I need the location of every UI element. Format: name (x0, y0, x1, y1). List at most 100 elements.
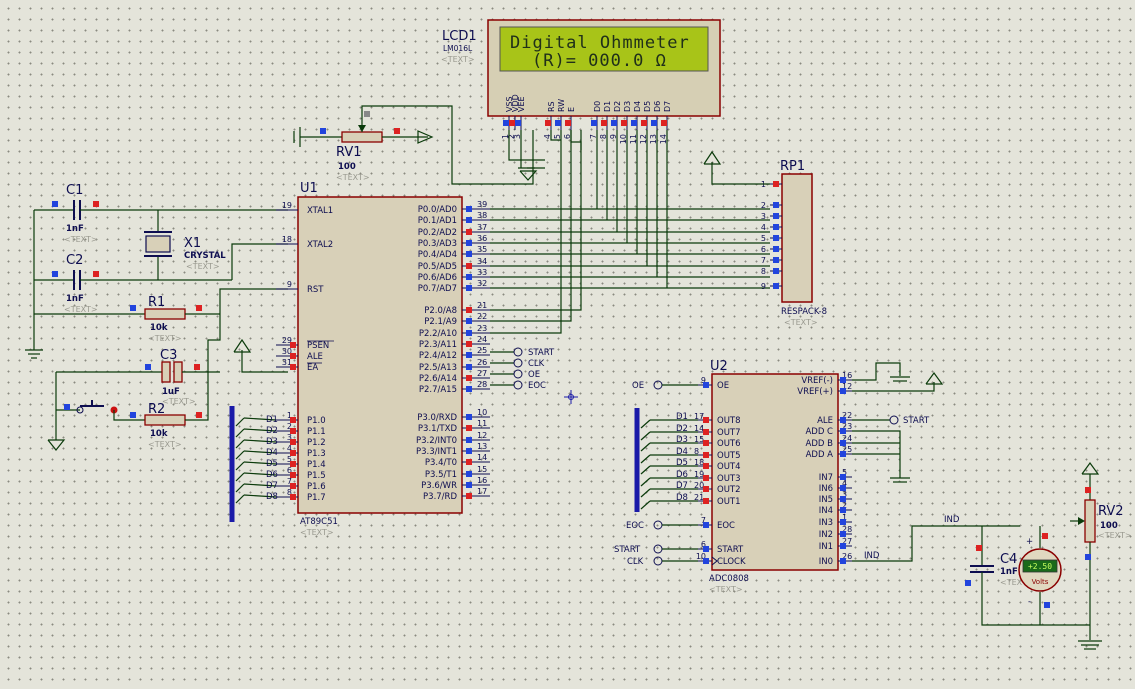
voltmeter[interactable]: +2.50 Volts + - (1018, 526, 1062, 625)
lcd-pin-label: RW (557, 99, 566, 112)
u2-out-pin-label: OUT3 (717, 474, 741, 484)
u2-terminals[interactable]: OE EOC START CLK START IND IND (614, 362, 1020, 567)
u2-right-pin-label: VREF(-) (801, 376, 833, 386)
lcd1-pins: VSS1VDD2VEE3RS4RW5E6D07D18D29D310D411D51… (501, 94, 672, 144)
u2-out-pin-label: OUT2 (717, 485, 741, 495)
rv2-component[interactable]: RV2 100 <TEXT> (1070, 461, 1132, 650)
x1-component[interactable]: X1 CRYSTAL <TEXT> (25, 209, 288, 359)
u2-terminal-eoc: EOC (626, 521, 644, 531)
lcd-pin-label: RS (547, 101, 556, 112)
r1-ref: R1 (148, 295, 165, 310)
u1-right-pin-number: 26 (477, 358, 487, 367)
u2-out-net-label: D8 (676, 493, 688, 503)
u2-left-pin-number: 9 (701, 376, 706, 385)
x1-text-tag: <TEXT> (186, 262, 220, 271)
rp1-body (781, 173, 813, 303)
u1-left-pin-label: EA (307, 363, 318, 373)
x1-ref: X1 (184, 236, 201, 251)
u2-model: ADC0808 (709, 574, 749, 584)
c2-component[interactable]: C2 1nF <TEXT> (34, 253, 99, 314)
u2-right-pin-number: 28 (842, 525, 852, 534)
u1-right-pin-number: 17 (477, 487, 487, 496)
rv1-component[interactable]: RV1 100 <TEXT> (293, 111, 434, 182)
u1-left-pin-label: PSEN (307, 341, 329, 351)
lcd-pin-label: D2 (613, 101, 622, 112)
u2-right-pin-number: 5 (842, 468, 847, 477)
u2-out-net-label: D6 (676, 470, 688, 480)
u2-right-pin-label: IN0 (819, 557, 833, 567)
lcd1-line1: Digital Ohmmeter (510, 33, 690, 53)
rv2-text-tag: <TEXT> (1098, 531, 1132, 540)
u1-left-pin-label: RST (307, 285, 324, 295)
u2-left-pin-label: OE (717, 381, 729, 391)
u2-out-net-label: D7 (676, 481, 688, 491)
u1-p1-net-label: D5 (266, 459, 278, 469)
u1-left-pins: XTAL119XTAL218RST9PSEN29ALE30EA31P1.01P1… (276, 201, 334, 503)
c4-component[interactable]: C4 1nF <TEXT> (965, 526, 1090, 626)
voltmeter-plus: + (1026, 537, 1033, 547)
u1-right-pin-label: P3.2/INT0 (416, 436, 457, 446)
u2-out-pin-number: 20 (694, 481, 704, 490)
u1-right-pin-number: 15 (477, 465, 487, 474)
voltmeter-unit: Volts (1032, 578, 1049, 586)
u1-terminals[interactable]: START CLK OE EOC (490, 347, 555, 391)
lcd-pin-label: D0 (593, 101, 602, 112)
rp1-pin-number: 3 (761, 212, 766, 221)
c1-ref: C1 (66, 183, 83, 198)
u2-right-pin-label: IN3 (819, 518, 833, 528)
u1-ref: U1 (300, 181, 318, 196)
lcd-pin-number: 12 (639, 134, 648, 144)
x1-value: CRYSTAL (184, 251, 226, 261)
rp1-pin-number: 5 (761, 234, 766, 243)
r1-component[interactable]: R1 10k <TEXT> (34, 295, 220, 343)
u1-right-pin-label: P3.4/T0 (425, 458, 457, 468)
r2-component[interactable]: R2 10k <TEXT> (130, 314, 221, 449)
u1-left-pin-number: 3 (287, 433, 292, 442)
c1-text-tag: <TEXT> (64, 235, 98, 244)
lcd1-ref: LCD1 (442, 29, 477, 44)
u2-right-pin-number: 2 (842, 501, 847, 510)
lcd-pin-label: D7 (663, 101, 672, 112)
reset-button[interactable] (47, 372, 145, 451)
lcd-pin-number: 6 (563, 134, 572, 139)
u1-right-pin-label: P3.0/RXD (417, 413, 457, 423)
c1-component[interactable]: C1 1nF <TEXT> (34, 183, 99, 244)
u1-p1-net-label: D8 (266, 492, 278, 502)
u1-component[interactable]: U1 XTAL119XTAL218RST9PSEN29ALE30EA31P1.0… (229, 181, 490, 537)
ea-power (233, 338, 288, 373)
u1-right-pin-label: P2.5/A13 (419, 363, 457, 373)
c3-component[interactable]: C3 1uF <TEXT> (56, 348, 220, 406)
u2-left-pin-label: EOC (717, 521, 735, 531)
c4-ref: C4 (1000, 552, 1017, 567)
u1-right-pin-label: P3.1/TXD (418, 424, 458, 434)
u1-left-pin-number: 31 (282, 358, 292, 367)
u1-p1-net-label: D3 (266, 437, 278, 447)
cursor-crosshair-icon (564, 390, 578, 404)
u2-right-pin-label: IN4 (819, 506, 833, 516)
lcd-pin-label: D1 (603, 101, 612, 112)
u2-terminal-start: START (614, 545, 641, 555)
u2-component[interactable]: U2 OE9OUT817D1OUT714D2OUT615D3OUT58D4OUT… (634, 359, 852, 594)
u2-left-pin-number: 10 (696, 552, 706, 561)
u2-out-net-label: D3 (676, 435, 688, 445)
terminal-start: START (528, 348, 555, 358)
u1-left-pin-label: P1.1 (307, 427, 326, 437)
u2-right-pin-label: ALE (817, 416, 833, 426)
c3-text-tag: <TEXT> (162, 397, 196, 406)
u2-out-pin-label: OUT6 (717, 439, 741, 449)
u1-right-pin-number: 34 (477, 257, 487, 266)
u2-right-pin-number: 12 (842, 382, 852, 391)
u1-left-pin-label: P1.2 (307, 438, 326, 448)
lcd1-component[interactable]: LCD1 LM016L <TEXT> Digital Ohmmeter (R)=… (441, 19, 721, 144)
u1-right-pin-number: 12 (477, 431, 487, 440)
u2-right-pin-number: 24 (842, 434, 852, 443)
r2-ref: R2 (148, 402, 165, 417)
u1-left-pin-number: 4 (287, 444, 292, 453)
u1-right-pin-label: P0.2/AD2 (418, 228, 457, 238)
u2-right-pin-number: 3 (842, 490, 847, 499)
rp1-text-tag: <TEXT> (784, 318, 818, 327)
voltmeter-minus: - (1028, 597, 1031, 607)
u2-body (711, 373, 839, 571)
